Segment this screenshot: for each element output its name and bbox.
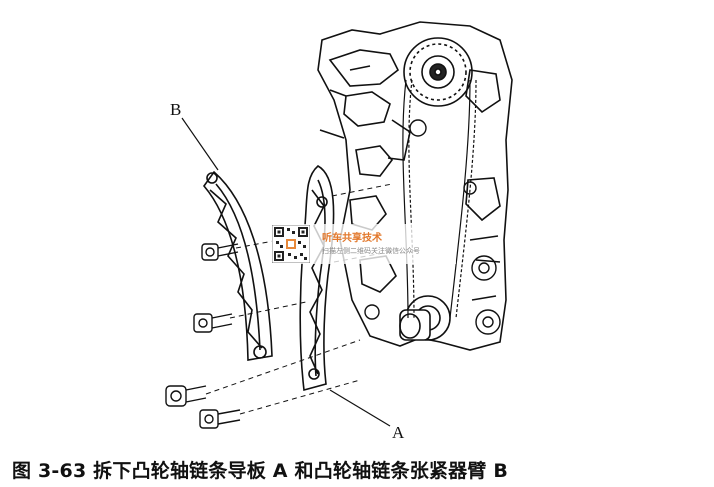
callout-label-b: B bbox=[170, 100, 182, 119]
bolt-2 bbox=[193, 313, 233, 333]
block-bosses bbox=[364, 119, 501, 335]
watermark-overlay: 听车共享技术 扫描左侧二维码关注微信公众号 bbox=[270, 224, 456, 264]
tensioner-arm-b bbox=[202, 170, 273, 361]
timing-chain bbox=[402, 79, 477, 319]
qr-code-icon bbox=[272, 225, 310, 263]
bolt-3 bbox=[165, 385, 207, 407]
bolt-1 bbox=[201, 243, 239, 261]
watermark-title: 听车共享技术 bbox=[322, 233, 382, 244]
bolts bbox=[165, 243, 241, 429]
callout-label-a: A bbox=[392, 423, 405, 442]
bolt-4 bbox=[199, 409, 241, 429]
watermark-subtitle: 扫描左侧二维码关注微信公众号 bbox=[322, 247, 420, 255]
chain-guide-a bbox=[299, 165, 335, 392]
cam-sprocket bbox=[403, 37, 473, 107]
callout-leaders bbox=[181, 117, 391, 427]
figure-caption: 图 3-63 拆下凸轮轴链条导板 A 和凸轮轴链条张紧器臂 B bbox=[12, 460, 509, 482]
